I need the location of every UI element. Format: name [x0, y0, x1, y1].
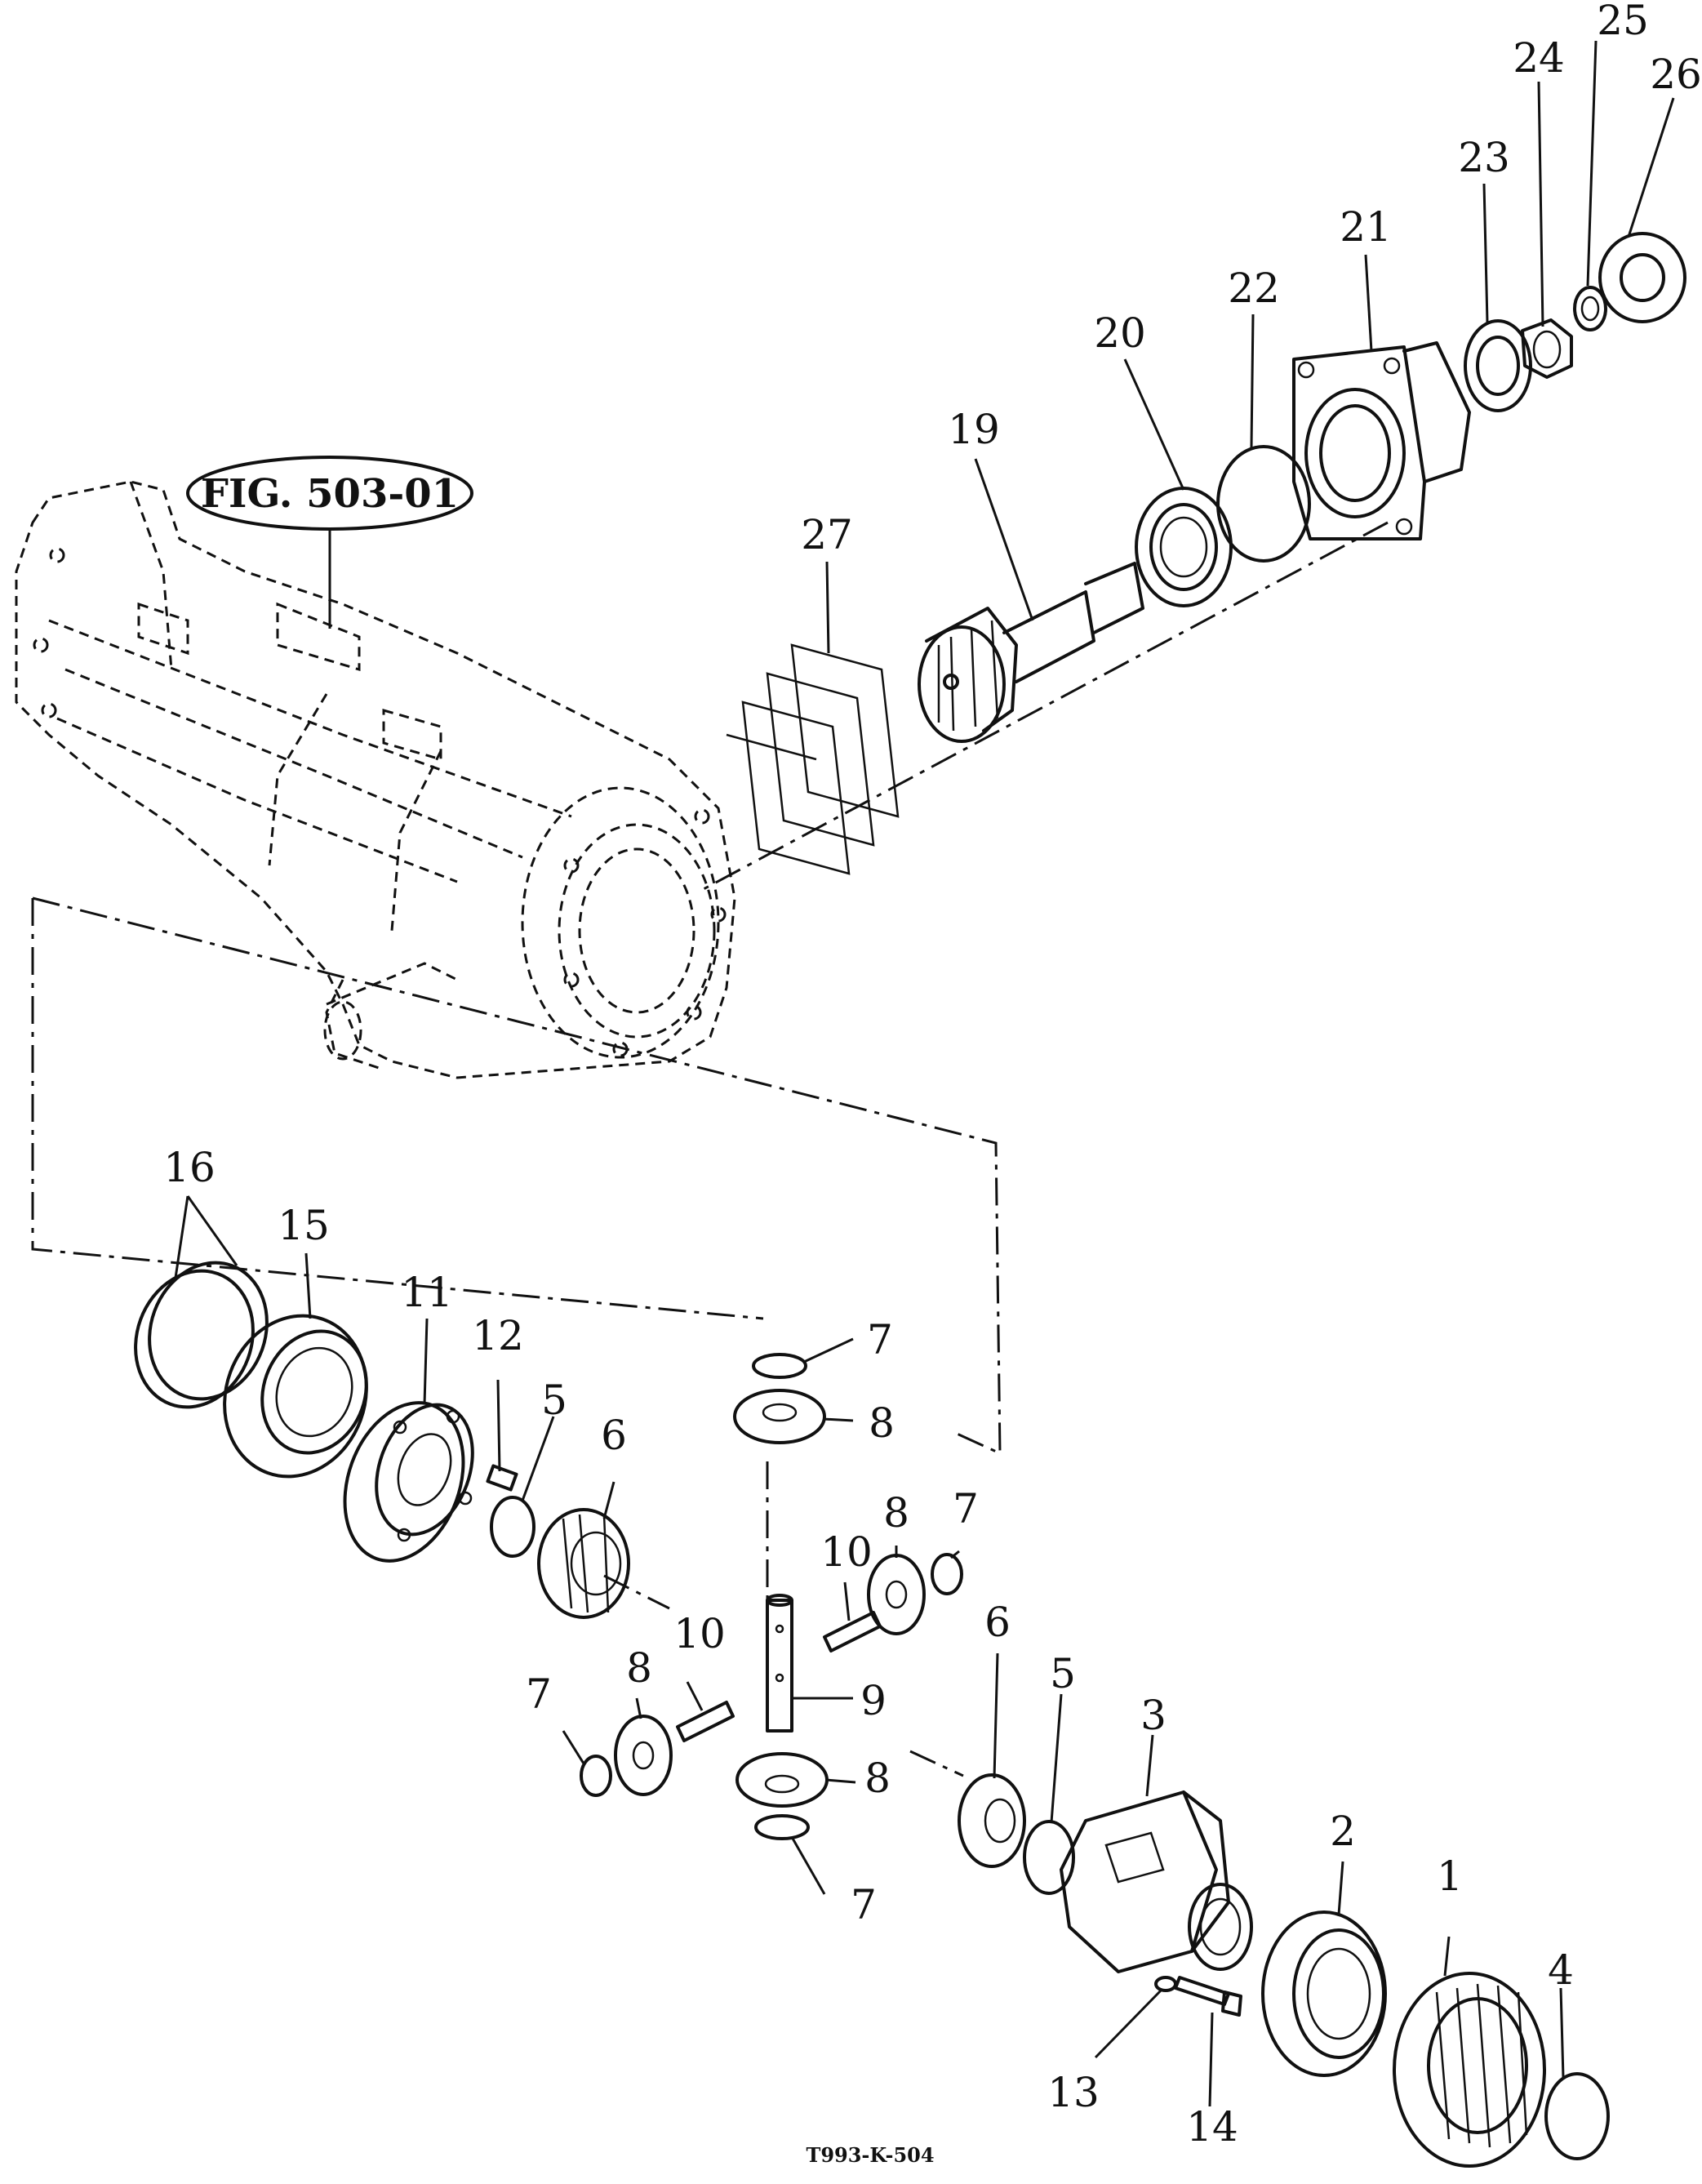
shim-plates: [726, 643, 900, 875]
collar: [1573, 286, 1607, 331]
bolt: [1174, 1976, 1242, 2017]
side-gear-left: [537, 1508, 630, 1619]
short-shaft-right: [823, 1611, 882, 1652]
callout-7-bottom: 7: [851, 1881, 877, 1928]
pinion-gear-bottom: [735, 1752, 829, 1808]
side-gear-right: [958, 1773, 1026, 1868]
callout-8-right: 8: [883, 1489, 909, 1537]
thrust-washer-left: [490, 1496, 535, 1558]
figure-reference-label[interactable]: FIG. 503-01: [186, 456, 473, 531]
pinion-washer-top: [752, 1353, 807, 1379]
outer-bearing: [1464, 319, 1532, 412]
callout-22: 22: [1228, 265, 1280, 312]
callout-23: 23: [1458, 134, 1510, 181]
callout-12: 12: [472, 1312, 524, 1359]
pinion-washer-right: [931, 1553, 963, 1595]
pinion-washer-left: [580, 1755, 612, 1797]
lock-washer: [1154, 1976, 1177, 1992]
callout-14: 14: [1186, 2103, 1238, 2151]
pinion-housing: [1292, 341, 1471, 540]
callout-2: 2: [1330, 1808, 1356, 1855]
callout-1: 1: [1437, 1853, 1463, 1900]
transmission-housing: [15, 480, 736, 1079]
callout-6-left: 6: [601, 1412, 627, 1459]
pinion-washer-bottom: [754, 1814, 810, 1840]
callout-10-lower: 10: [673, 1610, 726, 1657]
ring-gear: [1393, 1972, 1546, 2168]
callout-10-upper: 10: [820, 1528, 873, 1576]
callout-8-left: 8: [626, 1644, 652, 1692]
pin: [486, 1464, 518, 1492]
callout-8-bottom: 8: [864, 1755, 891, 1802]
lock-nut: [1521, 318, 1573, 379]
seal-rings: [134, 1261, 269, 1409]
differential-bearing-right: [1261, 1910, 1387, 2077]
callout-5-left: 5: [541, 1377, 567, 1424]
oil-seal: [1598, 232, 1686, 323]
pinion-gear-top: [733, 1389, 826, 1444]
callout-25: 25: [1597, 0, 1649, 44]
differential-case: [1060, 1790, 1253, 1973]
callout-27: 27: [801, 511, 853, 558]
callout-19: 19: [948, 406, 1000, 453]
callout-16: 16: [163, 1144, 216, 1191]
callout-24: 24: [1513, 34, 1565, 82]
differential-cover: [343, 1401, 474, 1563]
callout-3: 3: [1140, 1692, 1167, 1739]
figure-reference-text: FIG. 503-01: [201, 471, 459, 517]
leader-lines: [174, 40, 1675, 2107]
callout-11: 11: [401, 1269, 453, 1316]
drive-pinion: [918, 562, 1144, 743]
pinion-shaft: [766, 1594, 793, 1733]
callout-labels: 1 2 3 4 5 5 6 6 7 7 7 7 8 8 8 8 9 10 10 …: [163, 0, 1702, 2151]
thrust-washer-right: [1023, 1820, 1075, 1895]
callout-9: 9: [860, 1677, 887, 1724]
pinion-gear-left: [614, 1715, 673, 1796]
callout-15: 15: [278, 1202, 330, 1249]
callout-26: 26: [1650, 51, 1702, 98]
callout-20: 20: [1094, 309, 1146, 357]
callout-7-left: 7: [526, 1670, 552, 1718]
snap-ring: [1544, 2072, 1610, 2160]
callout-7-right: 7: [953, 1485, 979, 1532]
o-ring: [1216, 445, 1311, 563]
callout-5-right: 5: [1050, 1650, 1076, 1697]
callout-4: 4: [1548, 1946, 1574, 1994]
callout-21: 21: [1340, 203, 1392, 251]
callout-7-top: 7: [867, 1316, 893, 1363]
differential-bearing-left: [223, 1314, 368, 1479]
callout-13: 13: [1047, 2069, 1100, 2116]
callout-6-right: 6: [984, 1599, 1011, 1646]
short-shaft-left: [676, 1701, 735, 1742]
drawing-code: T993-K-504: [806, 2143, 934, 2167]
callout-8-top: 8: [869, 1399, 895, 1447]
